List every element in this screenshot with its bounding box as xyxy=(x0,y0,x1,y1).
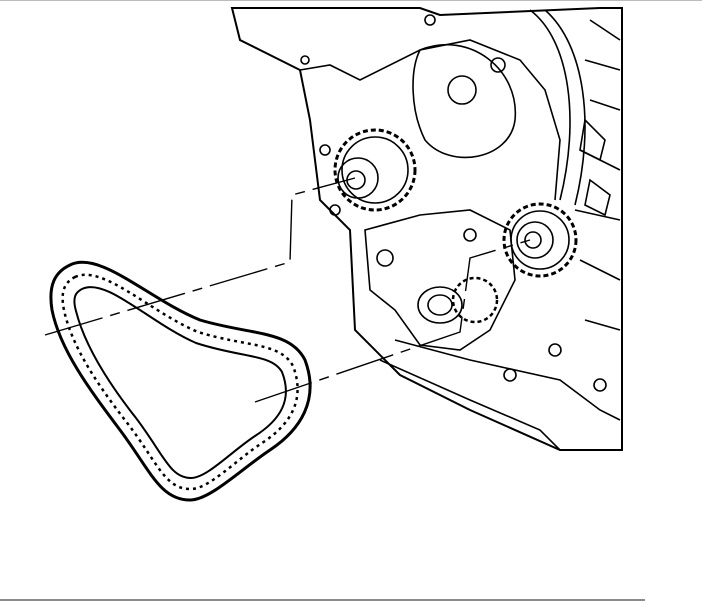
alignment-leader-lines xyxy=(44,177,531,403)
bottom-divider xyxy=(0,599,645,601)
intake-camshaft-sprocket xyxy=(333,128,417,212)
timing-chain xyxy=(49,260,312,502)
engine-block xyxy=(230,7,623,451)
crankshaft-sprocket xyxy=(451,276,499,324)
exhaust-camshaft-sprocket xyxy=(502,202,578,278)
top-divider xyxy=(0,0,702,1)
